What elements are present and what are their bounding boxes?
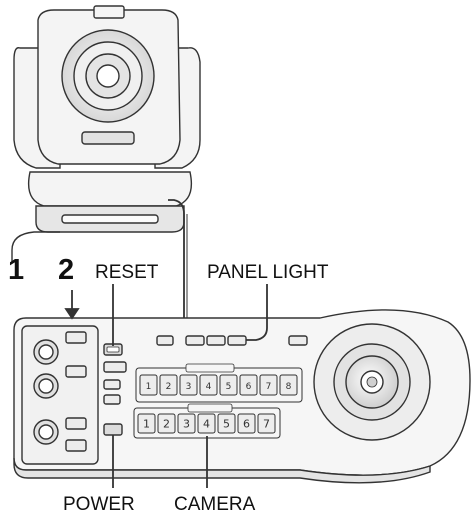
step-2-label: 2 xyxy=(58,254,75,286)
camera-base-led xyxy=(61,214,159,224)
camera-base xyxy=(27,171,193,207)
mid-left-button-1[interactable] xyxy=(103,361,127,373)
joystick[interactable] xyxy=(313,323,431,441)
position-group-label xyxy=(185,363,235,373)
arrow-step2 xyxy=(64,290,80,320)
camera-button-label: 4 xyxy=(203,418,210,431)
knob-1[interactable] xyxy=(33,339,59,365)
position-button-5[interactable]: 5 xyxy=(219,374,238,396)
power-label: POWER xyxy=(63,494,135,515)
camera-label: CAMERA xyxy=(174,494,256,515)
position-button-label: 2 xyxy=(166,382,172,392)
camera-button-label: 5 xyxy=(223,418,230,431)
camera-group-label xyxy=(187,403,233,413)
position-button-label: 8 xyxy=(286,382,292,392)
position-button-label: 7 xyxy=(266,382,272,392)
top-button-1[interactable] xyxy=(156,335,174,346)
knob-3[interactable] xyxy=(33,419,59,445)
position-button-3[interactable]: 3 xyxy=(179,374,198,396)
top-button-2[interactable] xyxy=(185,335,205,346)
position-button-label: 3 xyxy=(186,382,192,392)
visca-cable xyxy=(168,199,185,322)
mid-left-button-2[interactable] xyxy=(103,379,121,390)
position-button-label: 1 xyxy=(146,382,152,392)
panel-front-lip xyxy=(13,457,431,484)
power-switch[interactable] xyxy=(103,423,123,436)
position-button-6[interactable]: 6 xyxy=(239,374,258,396)
leader-lines xyxy=(112,284,268,488)
position-button-label: 4 xyxy=(206,382,212,392)
camera-button-5[interactable]: 5 xyxy=(217,413,236,434)
position-button-label: 6 xyxy=(246,382,252,392)
reset-label: RESET xyxy=(95,262,159,283)
camera-button-label: 3 xyxy=(183,418,190,431)
camera-button-4[interactable]: 4 xyxy=(197,413,216,434)
camera-button-label: 7 xyxy=(263,418,270,431)
camera-button-1[interactable]: 1 xyxy=(137,413,156,434)
position-button-4[interactable]: 4 xyxy=(199,374,218,396)
left-button-4[interactable] xyxy=(65,439,87,452)
camera-button-2[interactable]: 2 xyxy=(157,413,176,434)
camera-top-tab xyxy=(93,5,125,19)
panel-light-label: PANEL LIGHT xyxy=(207,262,329,283)
camera-lens-inner xyxy=(96,64,120,88)
reset-button-cap xyxy=(106,346,120,353)
camera-button-label: 1 xyxy=(143,418,150,431)
knob-2[interactable] xyxy=(33,373,59,399)
left-button-3[interactable] xyxy=(65,417,87,430)
position-buttons: 1 2 3 4 5 6 7 8 xyxy=(139,374,298,396)
camera-button-label: 6 xyxy=(243,418,250,431)
camera-button-label: 2 xyxy=(163,418,170,431)
position-button-2[interactable]: 2 xyxy=(159,374,178,396)
top-button-3[interactable] xyxy=(206,335,226,346)
top-button-right[interactable] xyxy=(288,335,308,346)
mid-left-button-3[interactable] xyxy=(103,394,121,405)
camera-button-6[interactable]: 6 xyxy=(237,413,256,434)
camera-button-7[interactable]: 7 xyxy=(257,413,276,434)
step-1-label: 1 xyxy=(8,254,25,286)
panel-light-button[interactable] xyxy=(227,335,247,346)
camera-button-3[interactable]: 3 xyxy=(177,413,196,434)
camera-head-slot xyxy=(81,131,135,145)
position-button-7[interactable]: 7 xyxy=(259,374,278,396)
left-button-2[interactable] xyxy=(65,365,87,378)
ptz-camera xyxy=(13,5,201,233)
position-button-label: 5 xyxy=(226,382,232,392)
left-button-1[interactable] xyxy=(65,331,87,344)
position-button-1[interactable]: 1 xyxy=(139,374,158,396)
position-button-8[interactable]: 8 xyxy=(279,374,298,396)
cables xyxy=(11,199,188,322)
power-cable xyxy=(11,231,60,262)
leader-panel-light xyxy=(246,284,268,341)
